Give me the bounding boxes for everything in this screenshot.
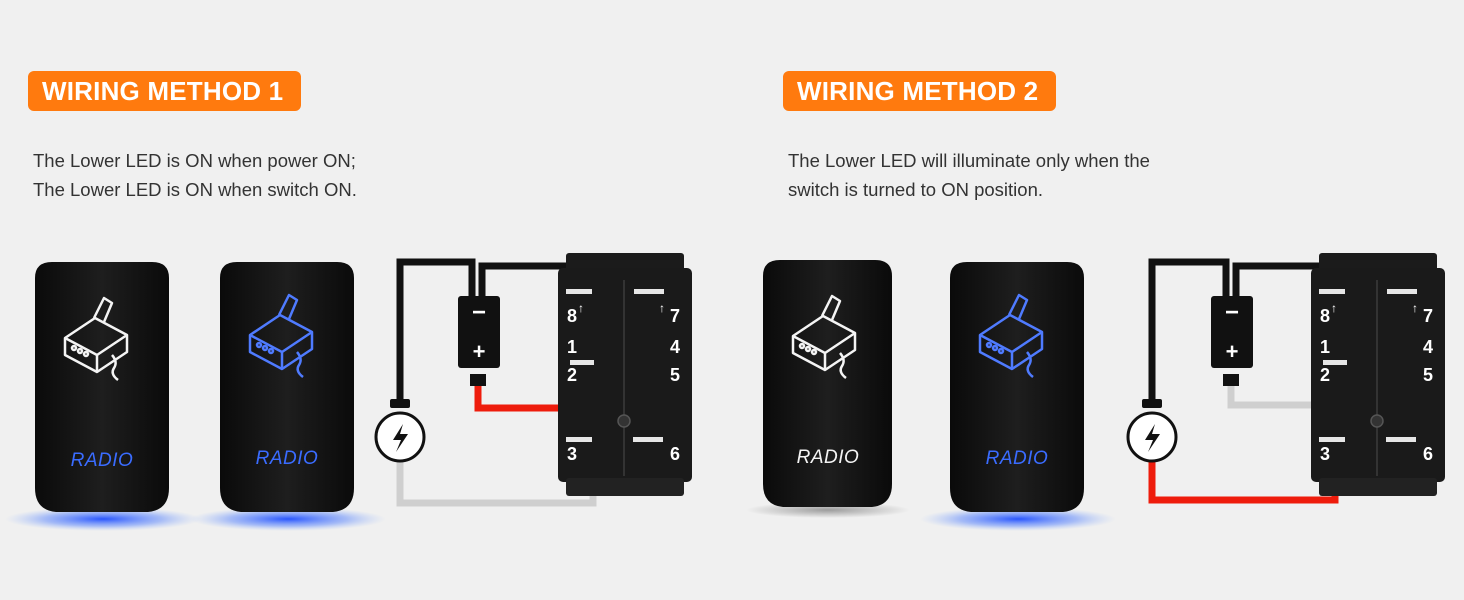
wire-lamp-to-pin-3 [1148, 446, 1339, 504]
pin-6-label: 6 [1423, 444, 1433, 464]
radio-icon [63, 296, 129, 381]
pin-5-label: 5 [1423, 365, 1433, 385]
method-1-desc-line-2: The Lower LED is ON when switch ON. [33, 179, 357, 200]
pin-3-label: 3 [1320, 444, 1330, 464]
switch-label: RADIO [256, 448, 319, 469]
pin-7-label: 7 [670, 306, 680, 326]
pin-7-arrow: ↑ [1412, 301, 1418, 315]
battery: − + [458, 296, 500, 386]
method-1-description: The Lower LED is ON when power ON; The L… [33, 146, 357, 204]
rocker-switch-on: RADIO [920, 262, 1116, 531]
switch-body [220, 262, 354, 512]
pin-5-label: 5 [670, 365, 680, 385]
pin-1-label: 1 [1320, 337, 1330, 357]
method-2-desc-line-2: switch is turned to ON position. [788, 179, 1043, 200]
battery-positive-label: + [1226, 339, 1239, 364]
method-2-badge: WIRING METHOD 2 [783, 71, 1057, 111]
wiring-method-1-panel: WIRING METHOD 1 The Lower LED is ON when… [5, 71, 692, 531]
lower-led-glow [920, 507, 1116, 531]
radio-icon [791, 294, 857, 379]
pin-1-label: 1 [567, 337, 577, 357]
rocker-switch-on: RADIO [190, 262, 386, 531]
lower-led-glow [5, 507, 201, 531]
pin-4-label: 4 [670, 337, 680, 357]
wire-lamp-to-battery-negative [396, 258, 476, 404]
switch-label: RADIO [71, 450, 134, 471]
switch-label: RADIO [797, 447, 860, 468]
switch-body [763, 260, 892, 507]
pin-7-label: 7 [1423, 306, 1433, 326]
battery-positive-label: + [473, 339, 486, 364]
method-2-desc-line-1: The Lower LED will illuminate only when … [788, 150, 1150, 171]
method-2-diagram: RADIO RADIO [746, 253, 1445, 531]
lower-led-glow [190, 507, 386, 531]
terminals [566, 289, 664, 442]
rocker-switch-off: RADIO [5, 262, 201, 531]
method-1-diagram: RADIO RADIO [5, 253, 692, 531]
wiring-method-2-panel: WIRING METHOD 2 The Lower LED will illum… [732, 0, 1464, 600]
radio-icon [978, 293, 1044, 378]
method-1-desc-line-1: The Lower LED is ON when power ON; [33, 150, 356, 171]
pin-2-label: 2 [567, 365, 577, 385]
battery-negative-label: − [1225, 299, 1239, 326]
lamp-icon [374, 399, 426, 463]
pin-8-arrow: ↑ [578, 301, 584, 315]
pin-6-label: 6 [670, 444, 680, 464]
switch-label: RADIO [986, 448, 1049, 469]
pin-4-label: 4 [1423, 337, 1433, 357]
terminals [1319, 289, 1417, 442]
wire-lamp-to-battery-negative [1148, 258, 1230, 404]
pin-3-label: 3 [567, 444, 577, 464]
battery: − + [1211, 296, 1253, 386]
pin-8-label: 8 [567, 306, 577, 326]
method-1-badge: WIRING METHOD 1 [28, 71, 302, 111]
pin-8-arrow: ↑ [1331, 301, 1337, 315]
pin-8-label: 8 [1320, 306, 1330, 326]
method-2-description: The Lower LED will illuminate only when … [788, 146, 1150, 204]
rocker-switch-off: RADIO [746, 260, 910, 518]
battery-negative-label: − [472, 299, 486, 326]
switch-terminal-block: 8 ↑ 7 ↑ 1 4 2 5 3 6 [558, 253, 692, 496]
radio-icon [248, 293, 314, 378]
switch-body [950, 262, 1084, 512]
switch-terminal-block: 8 ↑ 7 ↑ 1 4 2 5 3 6 [1311, 253, 1445, 496]
switch-body [35, 262, 169, 512]
pin-2-label: 2 [1320, 365, 1330, 385]
pin-7-arrow: ↑ [659, 301, 665, 315]
lamp-icon [1126, 399, 1178, 463]
